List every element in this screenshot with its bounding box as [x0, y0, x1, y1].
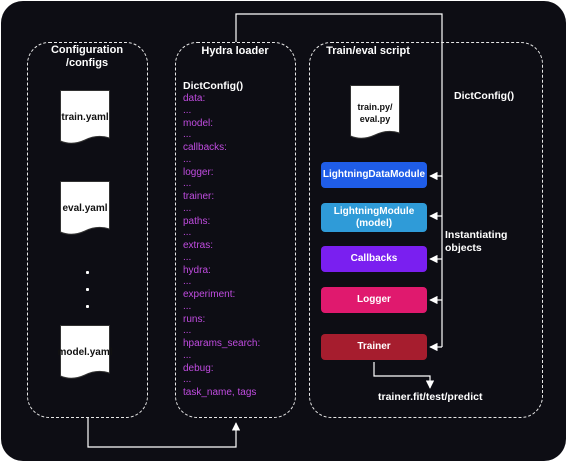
config-ellipsis: ...	[183, 202, 192, 214]
config-key: debug:	[183, 362, 214, 374]
module-logger: Logger	[321, 287, 427, 313]
hydra-dictconfig: DictConfig() data:...model:...callbacks:…	[183, 80, 293, 400]
ellipsis-dot	[86, 288, 89, 291]
config-ellipsis: ...	[183, 104, 192, 116]
config-ellipsis: ...	[183, 276, 192, 287]
module-lightningmodule: LightningModule (model)	[321, 203, 427, 232]
module-label: Trainer	[357, 341, 391, 352]
config-ellipsis: ...	[183, 178, 192, 189]
config-ellipsis: ...	[183, 374, 192, 385]
file-name: model.yaml	[57, 347, 113, 358]
config-ellipsis: ...	[183, 349, 192, 361]
module-label: Callbacks	[350, 253, 398, 264]
config-key: runs:	[183, 313, 206, 325]
trainer-to-fit-arrow	[373, 362, 435, 389]
configuration-title: Configuration /configs	[50, 44, 124, 69]
trainer-output-label: trainer.fit/test/predict	[378, 391, 483, 403]
file-eval-yaml: eval.yaml	[60, 181, 110, 237]
ellipsis-dot	[86, 305, 89, 308]
config-ellipsis: ...	[183, 300, 192, 312]
module-lightningdatamodule: LightningDataModule	[321, 162, 427, 188]
config-key: task_name, tags	[183, 387, 257, 398]
config-ellipsis: ...	[183, 227, 192, 238]
config-key: experiment:	[183, 289, 236, 300]
config-key: hydra:	[183, 264, 211, 276]
config-ellipsis: ...	[183, 153, 192, 165]
file-model-yaml: model.yaml	[57, 325, 113, 381]
dictconfig-label: DictConfig()	[183, 80, 244, 92]
config-key: paths:	[183, 215, 211, 227]
config-to-hydra-arrow	[87, 418, 241, 448]
config-key: data:	[183, 93, 206, 104]
file-name: train.yaml	[61, 112, 109, 123]
module-label: Logger	[357, 294, 391, 305]
config-key: model:	[183, 117, 214, 129]
hydra-loader-box	[175, 42, 296, 418]
module-callbacks: Callbacks	[321, 246, 427, 272]
file-train-yaml: train.yaml	[60, 90, 110, 146]
file-name: train.py/ eval.py	[357, 102, 393, 124]
config-key: callbacks:	[183, 142, 227, 153]
config-key: logger:	[183, 166, 214, 178]
config-key: hparams_search:	[183, 338, 261, 349]
module-label: LightningModule (model)	[333, 205, 415, 229]
configuration-box	[27, 42, 148, 418]
script-dictconfig-label: DictConfig()	[454, 90, 515, 102]
config-key: trainer:	[183, 191, 215, 202]
config-key: extras:	[183, 240, 214, 251]
hydra-loader-title: Hydra loader	[201, 45, 269, 57]
instantiating-label: Instantiating objects	[445, 229, 508, 254]
ellipsis-dot	[86, 271, 89, 274]
config-ellipsis: ...	[183, 129, 192, 140]
hydra-to-script-arrow	[235, 13, 443, 181]
file-name: eval.yaml	[62, 203, 108, 214]
script-box	[309, 42, 543, 418]
module-trainer: Trainer	[321, 334, 427, 360]
script-title: Train/eval script	[326, 45, 410, 57]
config-ellipsis: ...	[183, 251, 192, 263]
file-train-eval-py: train.py/ eval.py	[350, 85, 400, 141]
config-ellipsis: ...	[183, 325, 192, 336]
config-keys-list: data:...model:...callbacks:...logger:...…	[183, 93, 293, 400]
module-label: LightningDataModule	[322, 169, 426, 180]
